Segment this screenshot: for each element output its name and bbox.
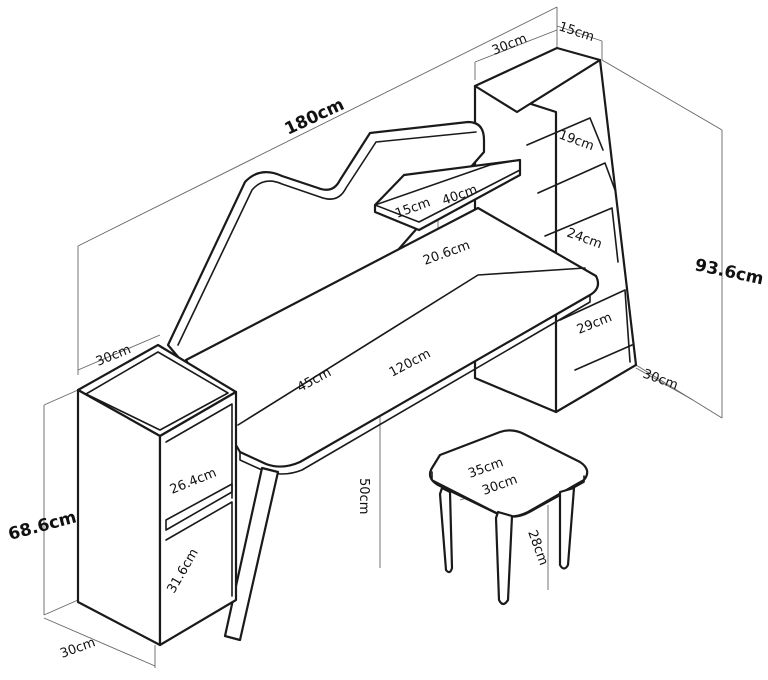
desk-left-leg	[223, 466, 280, 642]
label-stool-height: 28cm	[524, 528, 551, 567]
label-total-width: 180cm	[282, 95, 348, 140]
label-shelf-top-depth: 30cm	[490, 31, 529, 59]
stool	[428, 429, 589, 606]
label-cabinet-height: 68.6cm	[6, 507, 79, 544]
label-total-height: 93.6cm	[693, 255, 765, 289]
label-shelf-top-width: 15cm	[557, 20, 596, 46]
small-shelf	[373, 158, 522, 232]
label-cabinet-bottom-depth: 30cm	[58, 635, 97, 662]
left-cabinet	[76, 343, 238, 647]
label-desk-height: 50cm	[356, 478, 371, 514]
label-shelf-bottom-depth: 30cm	[641, 367, 680, 394]
